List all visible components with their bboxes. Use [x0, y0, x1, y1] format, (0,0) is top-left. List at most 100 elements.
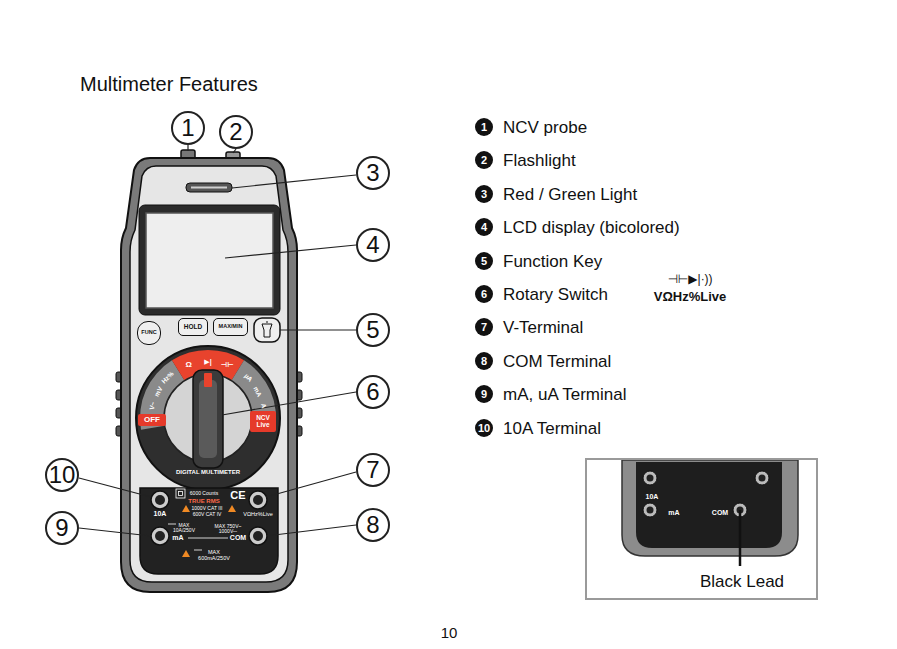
lcd-display — [139, 205, 280, 315]
inset-photo — [636, 462, 782, 548]
callout-number: 5 — [366, 318, 379, 342]
panel-text: TRUE RMS — [188, 498, 219, 504]
callout-number: 3 — [366, 161, 379, 185]
terminal-label: mA — [668, 509, 679, 516]
leader-line — [79, 145, 356, 536]
callout-number: 1 — [181, 116, 194, 140]
inset-photo — [643, 503, 657, 517]
button-label: FUNC — [141, 330, 156, 336]
list-number: 6 — [481, 289, 487, 300]
lcd-display — [139, 205, 280, 315]
leader-line — [232, 175, 356, 188]
lead-label: Black Lead — [700, 573, 784, 590]
terminal-panel — [140, 488, 278, 574]
terminal-panel — [176, 489, 185, 498]
callout-number: 4 — [366, 233, 379, 257]
feature-name: Rotary Switch — [503, 286, 608, 303]
flashlight-button — [254, 318, 280, 342]
rating-text: 1000V CAT III — [192, 506, 223, 511]
meter-holster — [130, 166, 288, 582]
rotary-dial — [199, 380, 217, 458]
terminal-label: COM — [230, 534, 246, 541]
feature-name: LCD display (bicolored) — [503, 219, 680, 236]
inset-photo — [647, 475, 654, 482]
rotary-dial — [136, 346, 280, 490]
callout-number: 9 — [55, 516, 68, 540]
terminal-panel — [188, 538, 228, 539]
flashlight-button — [262, 324, 272, 337]
callout-circle: 7 — [356, 453, 390, 487]
list-bullet: 3Red / Green Light — [475, 185, 493, 203]
meter-button: HOLD — [178, 318, 208, 336]
leader-line — [266, 472, 356, 497]
terminal-panel — [179, 492, 183, 496]
list-number: 8 — [481, 356, 487, 367]
callout-number: 2 — [229, 120, 242, 144]
feature-name: COM Terminal — [503, 353, 611, 370]
rating-text: MAX 10A/250V — [172, 523, 196, 534]
list-bullet: 9mA, uA Terminal — [475, 385, 493, 403]
leader-line — [266, 525, 356, 536]
list-bullet: 8COM Terminal — [475, 352, 493, 370]
list-bullet: 6Rotary Switch — [475, 285, 493, 303]
list-bullet: 2Flashlight — [475, 151, 493, 169]
terminal-panel — [155, 495, 165, 505]
rotary-dial — [193, 370, 223, 468]
dial-label: NCV Live — [250, 415, 276, 428]
rating-text: MAX 750V~ 1000V⎓ — [214, 524, 242, 535]
list-bullet: 1010A Terminal — [475, 419, 493, 437]
button-label: MAX/MIN — [219, 324, 243, 330]
callout-circle: 5 — [356, 313, 390, 347]
mark-text: CE — [230, 490, 245, 502]
callout-number: 6 — [366, 380, 379, 404]
status-light — [186, 183, 232, 192]
leader-line — [222, 392, 356, 415]
feature-name: V-Terminal — [503, 319, 583, 336]
list-number: 2 — [481, 155, 487, 166]
rotary-dial — [136, 346, 280, 490]
callout-circle: 1 — [171, 111, 205, 145]
feature-name: mA, uA Terminal — [503, 386, 626, 403]
inset-photo — [647, 507, 654, 514]
list-number: 10 — [478, 423, 490, 434]
symbol-text: ⊣⊢▶|·)) — [667, 273, 712, 286]
feature-name: Flashlight — [503, 152, 576, 169]
inset-photo — [643, 471, 657, 485]
callout-number: 7 — [366, 458, 379, 482]
list-number: 3 — [481, 189, 487, 200]
leader-line — [79, 478, 151, 497]
rotary-dial — [204, 373, 212, 387]
terminal-panel — [182, 550, 190, 557]
dial-label: ▶| — [204, 358, 211, 365]
status-light — [191, 187, 227, 189]
meter-button: FUNC — [137, 321, 161, 345]
terminal-panel — [249, 527, 267, 545]
dial-label: OFF — [144, 416, 160, 424]
flashlight-button — [267, 321, 268, 323]
inset-photo — [622, 460, 798, 566]
callout-circle: 3 — [356, 156, 390, 190]
rating-text: 600V CAT IV — [193, 512, 222, 517]
terminal-panel — [140, 488, 278, 574]
terminal-panel — [253, 495, 263, 505]
inset-photo — [759, 475, 766, 482]
dial-label: ⊣⊢ — [221, 362, 234, 369]
inset-photo — [755, 471, 769, 485]
terminal-panel — [253, 531, 263, 541]
list-number: 4 — [481, 222, 487, 233]
button-label: HOLD — [184, 324, 202, 331]
feature-name: 10A Terminal — [503, 420, 601, 437]
inset-frame: 10AmACOMBlack Lead — [585, 458, 818, 600]
callout-circle: 9 — [45, 511, 79, 545]
terminal-panel — [228, 505, 236, 512]
list-bullet: 4LCD display (bicolored) — [475, 218, 493, 236]
terminal-panel — [182, 505, 190, 512]
leader-line — [280, 329, 356, 330]
terminal-panel — [151, 491, 169, 509]
leader-line — [187, 145, 188, 151]
rotary-dial — [164, 374, 252, 462]
title: Multimeter Features — [80, 73, 258, 96]
leader-line — [79, 528, 151, 536]
list-number: 9 — [481, 389, 487, 400]
